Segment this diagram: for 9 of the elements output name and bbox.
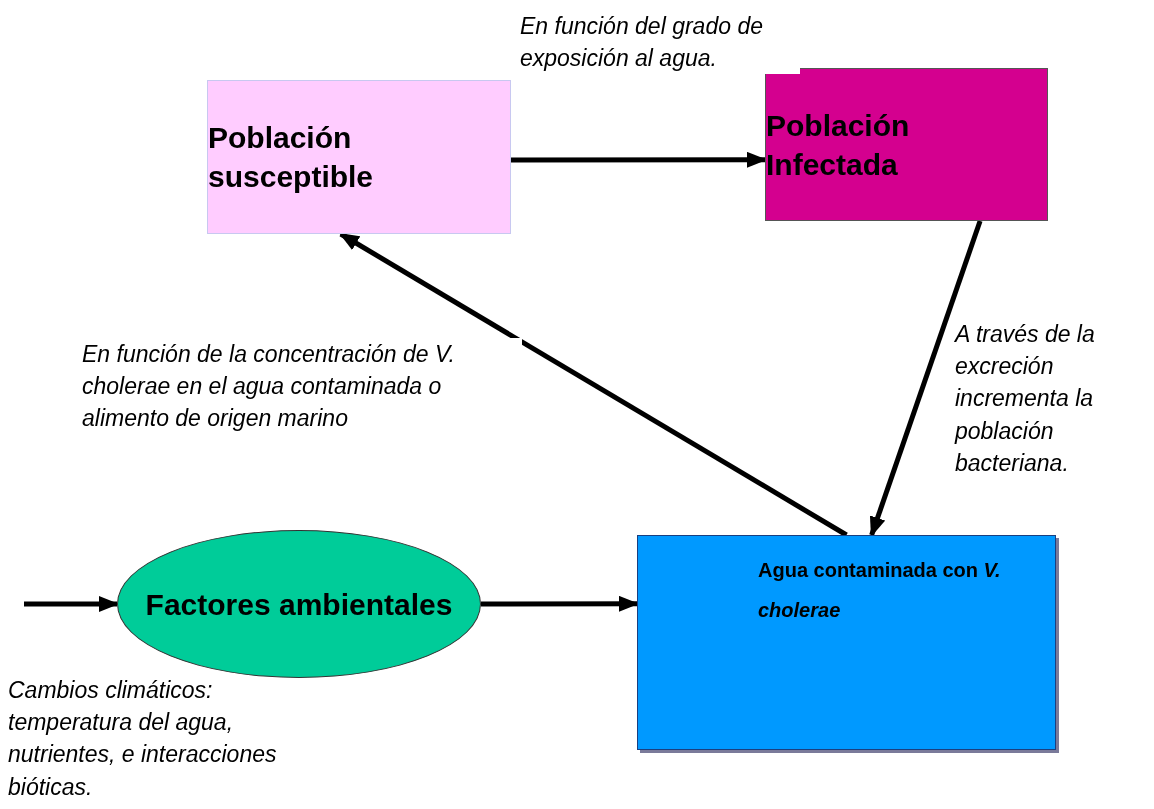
- process-box: Agua contaminada con V. cholerae: [637, 535, 1056, 750]
- arrow: [24, 596, 119, 612]
- process-box: Población Infectada: [765, 68, 1048, 221]
- arrow: [869, 220, 983, 537]
- note-text: Cambios climáticos: temperatura del agua, nutrientes, e interacciones bióticas.: [8, 676, 278, 802]
- process-ellipse: Factores ambientales: [117, 530, 481, 678]
- arrow: [511, 151, 767, 168]
- process-box: Población susceptible: [207, 80, 511, 234]
- arrow: [481, 595, 639, 612]
